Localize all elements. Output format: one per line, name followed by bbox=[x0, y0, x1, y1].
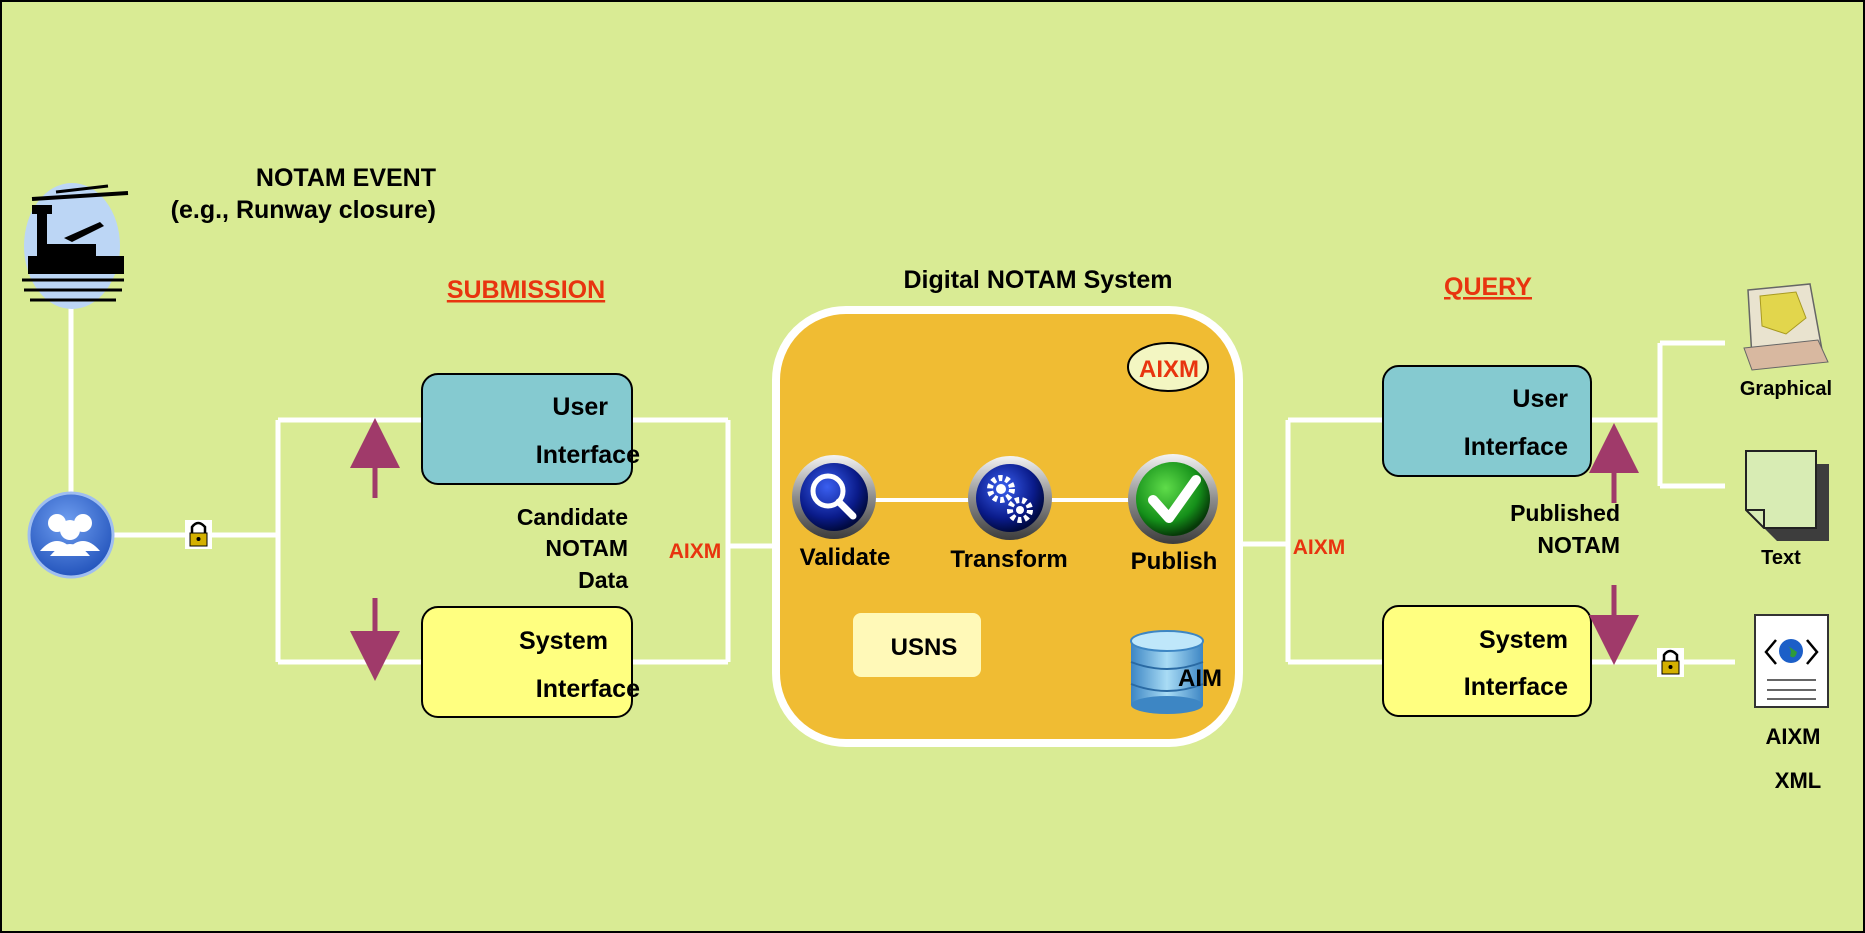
submission-user-interface-box: User Interface bbox=[421, 373, 640, 485]
gears-icon bbox=[968, 456, 1052, 540]
event-subtitle: (e.g., Runway closure) bbox=[171, 196, 436, 224]
submission-system-line2: Interface bbox=[536, 675, 640, 703]
airport-tower-icon bbox=[22, 183, 129, 309]
usns-box: USNS bbox=[853, 613, 981, 677]
transform-label: Transform bbox=[950, 546, 1067, 573]
candidate-label-line3: Data bbox=[578, 567, 628, 593]
padlock-icon bbox=[1657, 648, 1684, 677]
map-icon bbox=[1743, 283, 1829, 371]
submission-aixm-label: AIXM bbox=[669, 540, 722, 563]
query-heading: QUERY bbox=[1444, 273, 1532, 301]
query-system-interface-box: System Interface bbox=[1382, 605, 1592, 717]
aixm-badge: AIXM bbox=[1127, 342, 1209, 392]
submission-user-line1: User bbox=[552, 393, 608, 421]
query-user-line2: Interface bbox=[1464, 433, 1568, 461]
candidate-label-line2: NOTAM bbox=[545, 535, 628, 561]
submission-system-line1: System bbox=[519, 627, 608, 655]
text-output-label: Text bbox=[1761, 547, 1801, 569]
users-group-icon bbox=[27, 491, 115, 579]
xml-label-line1: AIXM bbox=[1766, 724, 1821, 749]
magnifier-icon bbox=[792, 455, 876, 539]
document-icon bbox=[1745, 450, 1829, 541]
query-system-line1: System bbox=[1479, 626, 1568, 654]
query-aixm-label: AIXM bbox=[1293, 536, 1346, 559]
query-user-line1: User bbox=[1512, 385, 1568, 413]
xml-document-icon bbox=[1754, 614, 1829, 708]
validate-label: Validate bbox=[800, 544, 891, 571]
published-label-line1: Published bbox=[1510, 500, 1620, 526]
xml-label-line2: XML bbox=[1775, 768, 1821, 793]
aim-label: AIM bbox=[1178, 665, 1222, 692]
graphical-label: Graphical bbox=[1740, 378, 1832, 400]
aixm-badge-label: AIXM bbox=[1139, 356, 1199, 383]
core-title: Digital NOTAM System bbox=[903, 266, 1172, 294]
submission-user-line2: Interface bbox=[536, 441, 640, 469]
query-system-line2: Interface bbox=[1464, 673, 1568, 701]
query-user-interface-box: User Interface bbox=[1382, 365, 1592, 477]
padlock-icon bbox=[185, 520, 212, 549]
usns-label: USNS bbox=[891, 634, 958, 661]
submission-heading: SUBMISSION bbox=[447, 276, 605, 304]
published-label-line2: NOTAM bbox=[1537, 532, 1620, 558]
candidate-label-line1: Candidate bbox=[517, 504, 628, 530]
database-icon bbox=[1130, 630, 1204, 714]
event-title: NOTAM EVENT bbox=[256, 164, 436, 192]
checkmark-icon bbox=[1128, 454, 1218, 544]
submission-system-interface-box: System Interface bbox=[421, 606, 640, 718]
publish-label: Publish bbox=[1131, 548, 1218, 575]
